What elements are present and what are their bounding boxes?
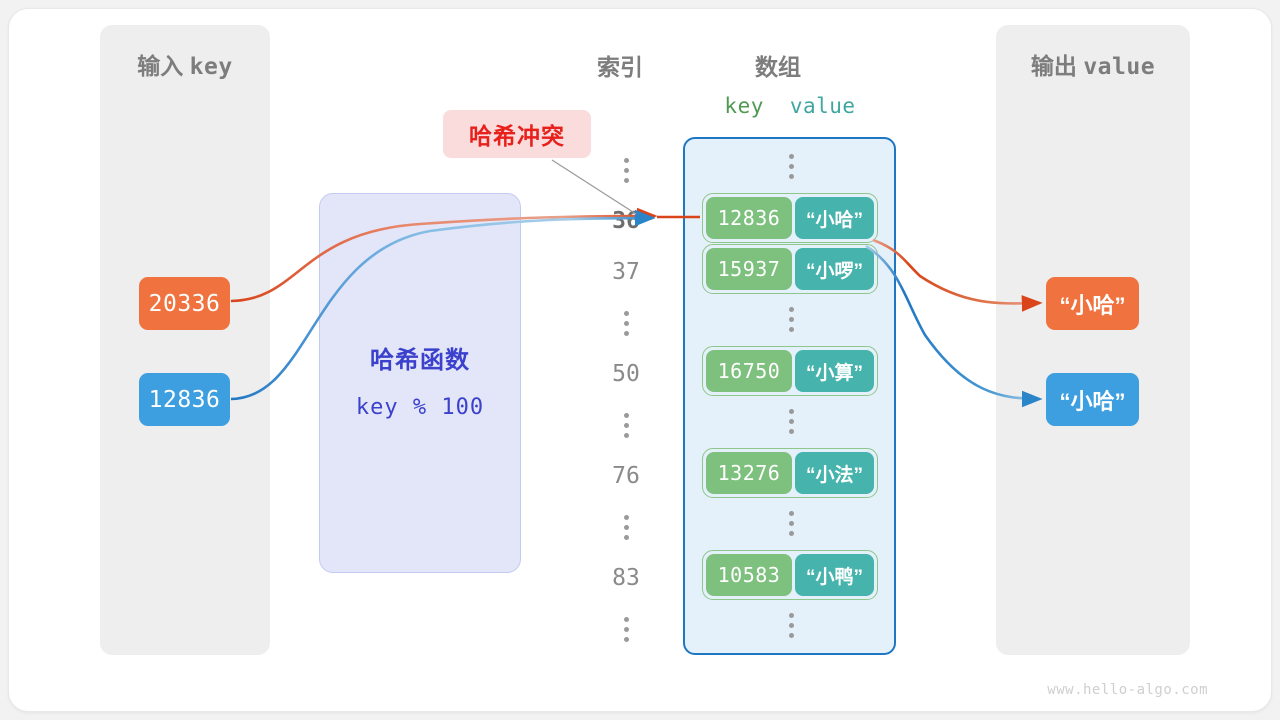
output-panel: 输出 value bbox=[996, 25, 1190, 655]
output-value-box-1: “小哈” bbox=[1046, 373, 1139, 426]
output-panel-title-mono: value bbox=[1083, 54, 1156, 80]
input-panel-title-cjk: 输入 bbox=[137, 53, 184, 79]
input-panel-title: 输入 key bbox=[100, 47, 270, 81]
input-panel-title-mono: key bbox=[189, 54, 233, 80]
bucket-key-cell: 12836 bbox=[706, 197, 792, 239]
input-key-box-0: 20336 bbox=[139, 277, 230, 330]
array-ellipsis-icon bbox=[761, 499, 821, 547]
output-value-box-0: “小哈” bbox=[1046, 277, 1139, 330]
bucket-value-cell: “小算” bbox=[795, 350, 874, 392]
array-bucket: 10583“小鸭” bbox=[702, 550, 878, 600]
array-bucket: 15937“小啰” bbox=[702, 244, 878, 294]
index-label-50: 50 bbox=[612, 361, 640, 387]
index-ellipsis-icon bbox=[596, 146, 656, 194]
bucket-key-cell: 15937 bbox=[706, 248, 792, 290]
bucket-key-cell: 13276 bbox=[706, 452, 792, 494]
index-ellipsis-icon bbox=[596, 503, 656, 551]
bucket-key-cell: 10583 bbox=[706, 554, 792, 596]
key-header-label: key bbox=[724, 94, 764, 118]
array-ellipsis-icon bbox=[761, 142, 821, 190]
bucket-key-cell: 16750 bbox=[706, 350, 792, 392]
value-header-label: value bbox=[789, 94, 856, 118]
key-value-header: key value bbox=[684, 94, 896, 118]
output-panel-title-cjk: 输出 bbox=[1030, 53, 1077, 79]
bucket-value-cell: “小啰” bbox=[795, 248, 874, 290]
array-container: 12836“小哈”15937“小啰”16750“小算”13276“小法”1058… bbox=[683, 137, 896, 655]
index-ellipsis-icon bbox=[596, 401, 656, 449]
index-ellipsis-icon bbox=[596, 605, 656, 653]
array-ellipsis-icon bbox=[761, 397, 821, 445]
index-label-37: 37 bbox=[612, 259, 640, 285]
output-panel-title: 输出 value bbox=[996, 47, 1190, 81]
index-label-36: 36 bbox=[612, 208, 640, 234]
bucket-value-cell: “小哈” bbox=[795, 197, 874, 239]
index-column-title: 索引 bbox=[597, 54, 643, 80]
input-key-box-1: 12836 bbox=[139, 373, 230, 426]
input-panel: 输入 key bbox=[100, 25, 270, 655]
array-bucket: 13276“小法” bbox=[702, 448, 878, 498]
array-ellipsis-icon bbox=[761, 295, 821, 343]
bucket-value-cell: “小法” bbox=[795, 452, 874, 494]
hash-collision-badge: 哈希冲突 bbox=[443, 110, 591, 158]
index-column: 36 37 50 76 83 bbox=[596, 140, 656, 652]
array-bucket: 16750“小算” bbox=[702, 346, 878, 396]
bucket-value-cell: “小鸭” bbox=[795, 554, 874, 596]
index-label-83: 83 bbox=[612, 565, 640, 591]
watermark: www.hello-algo.com bbox=[1047, 682, 1208, 698]
array-ellipsis-icon bbox=[761, 601, 821, 649]
array-bucket: 12836“小哈” bbox=[702, 193, 878, 243]
index-ellipsis-icon bbox=[596, 299, 656, 347]
index-label-76: 76 bbox=[612, 463, 640, 489]
hash-function-box bbox=[319, 193, 521, 573]
array-column-title: 数组 bbox=[755, 54, 801, 80]
